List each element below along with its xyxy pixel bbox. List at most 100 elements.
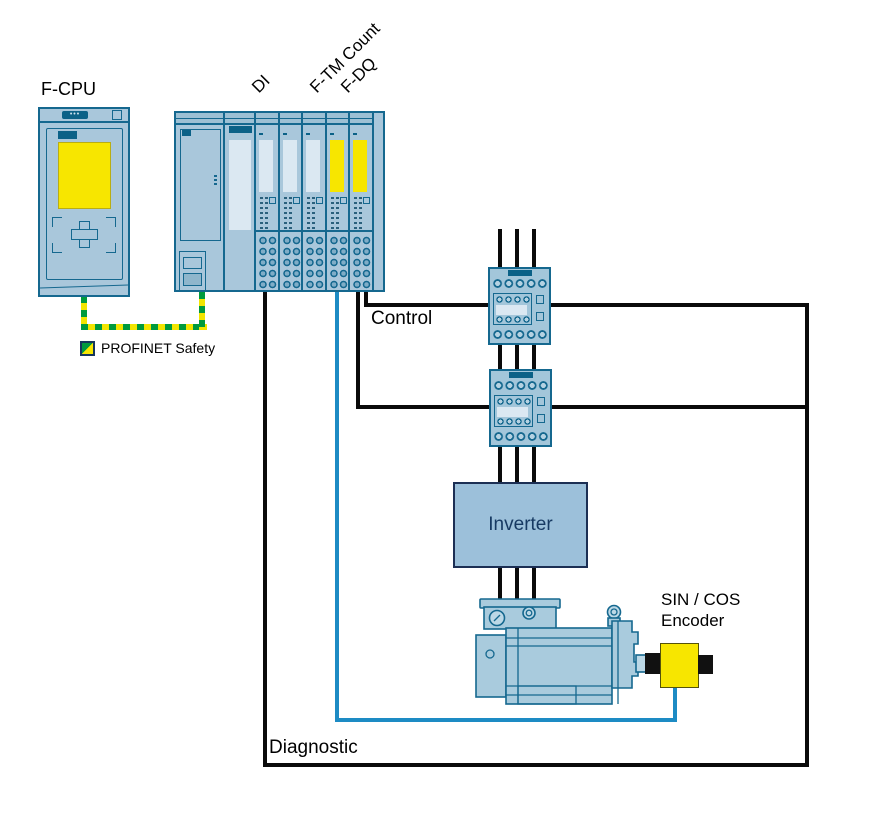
fcpu-bracket-tr <box>106 217 116 227</box>
module-label-di: DI <box>248 71 274 97</box>
fcpu-key-horizontal <box>71 229 98 240</box>
fcpu-bracket-tl <box>52 217 62 227</box>
contactor-2 <box>489 369 552 447</box>
encoder-coupling <box>645 653 661 674</box>
diagnostic-wire-left <box>263 292 267 767</box>
contactor-small-terminals <box>495 315 531 324</box>
module-led-column <box>330 197 334 230</box>
profinet-legend-icon <box>80 341 95 356</box>
contactor-aux-mark <box>536 295 544 304</box>
module-button <box>316 197 323 204</box>
fcpu-device: ••• <box>38 107 130 297</box>
port-lower <box>183 273 202 286</box>
contactor-1 <box>488 267 551 345</box>
contactor-terminal-row <box>493 430 549 443</box>
terminal-grid <box>352 235 371 290</box>
sincos-encoder <box>660 643 699 688</box>
contactor-aux-mark <box>537 414 545 423</box>
fcpu-bottom-edge <box>40 284 128 289</box>
fcpu-card-slot <box>112 110 122 120</box>
terminal-grid <box>328 235 348 290</box>
inverter-label: Inverter <box>488 514 553 535</box>
interface-front-panel <box>180 129 221 241</box>
fcpu-bracket-br <box>106 243 116 253</box>
encoder-label-line1: SIN / COS <box>661 590 741 609</box>
fcpu-nav-keypad <box>71 221 98 248</box>
fcpu-status-bar <box>58 131 77 139</box>
contactor-header <box>509 372 533 378</box>
module-label-panel <box>282 140 297 192</box>
fcpu-display-screen <box>58 142 111 209</box>
control-wire-2-drop <box>356 292 360 409</box>
profinet-port-box <box>179 251 206 291</box>
inverter-box: Inverter <box>453 482 588 568</box>
contactor-coil-block <box>493 293 532 325</box>
module-led-column <box>288 197 292 230</box>
module-button <box>363 197 370 204</box>
terminal-grid <box>258 235 277 290</box>
module-io-2 <box>279 113 303 290</box>
module-di <box>256 113 280 290</box>
encoder-wire-riser <box>673 687 677 722</box>
module-led-column <box>354 197 357 230</box>
contactor-nameplate <box>496 305 527 315</box>
encoder-wire-vertical <box>335 292 339 722</box>
contactor-coil-block <box>494 395 533 427</box>
profinet-cable-drop <box>81 296 87 330</box>
module-tick <box>329 133 334 135</box>
module-led-column <box>335 197 339 230</box>
module-button <box>269 197 276 204</box>
fcpu-top-divider <box>40 121 128 123</box>
module-tick <box>259 133 263 135</box>
fcpu-bracket-bl <box>52 243 62 253</box>
module-divider <box>303 230 325 232</box>
profinet-label: PROFINET Safety <box>101 340 216 356</box>
control-wire-1 <box>364 303 809 307</box>
encoder-shaft-stub <box>698 655 713 674</box>
contactor-header <box>508 270 532 276</box>
contactor-small-terminals <box>496 417 532 426</box>
diagnostic-wire-right <box>805 303 809 767</box>
module-label-panel <box>306 140 320 192</box>
contactor-nameplate <box>497 407 528 417</box>
port-upper <box>183 257 202 269</box>
contactor-small-terminals <box>496 397 532 406</box>
fcpu-led-strip: ••• <box>62 111 88 119</box>
motor-graphic <box>475 598 648 705</box>
power-module-header <box>229 126 252 133</box>
module-led-column <box>283 197 287 230</box>
module-io-3 <box>303 113 327 290</box>
fcpu-front-panel <box>46 128 123 280</box>
module-led-column <box>265 197 268 230</box>
contactor-aux-mark <box>536 312 544 321</box>
rack-power-module <box>225 113 256 290</box>
encoder-wire-horizontal <box>335 718 677 722</box>
module-led-column <box>312 197 315 230</box>
module-divider <box>350 230 372 232</box>
module-tick <box>282 133 287 135</box>
module-led-column <box>260 197 263 230</box>
module-divider <box>279 230 301 232</box>
interface-label-mark <box>182 130 191 136</box>
terminal-grid <box>305 235 324 290</box>
module-ftm-count <box>326 113 350 290</box>
io-rack <box>174 111 385 292</box>
control-wire-1-drop <box>364 292 368 307</box>
module-button <box>292 197 300 204</box>
contactor-terminal-row <box>492 328 548 341</box>
interface-led-column <box>214 175 217 185</box>
control-wire-2 <box>356 405 809 409</box>
module-led-column <box>359 197 362 230</box>
profinet-cable-run <box>81 324 207 330</box>
rack-header-rail <box>176 113 383 125</box>
module-led-column <box>307 197 310 230</box>
power-module-panel <box>229 140 251 230</box>
terminal-grid <box>281 235 301 290</box>
module-fdq <box>350 113 374 290</box>
contactor-terminal-row <box>493 379 549 392</box>
encoder-label-line2: Encoder <box>661 611 725 630</box>
module-divider <box>256 230 278 232</box>
profinet-cable-rise <box>199 292 205 330</box>
rack-end-cap <box>372 113 383 290</box>
